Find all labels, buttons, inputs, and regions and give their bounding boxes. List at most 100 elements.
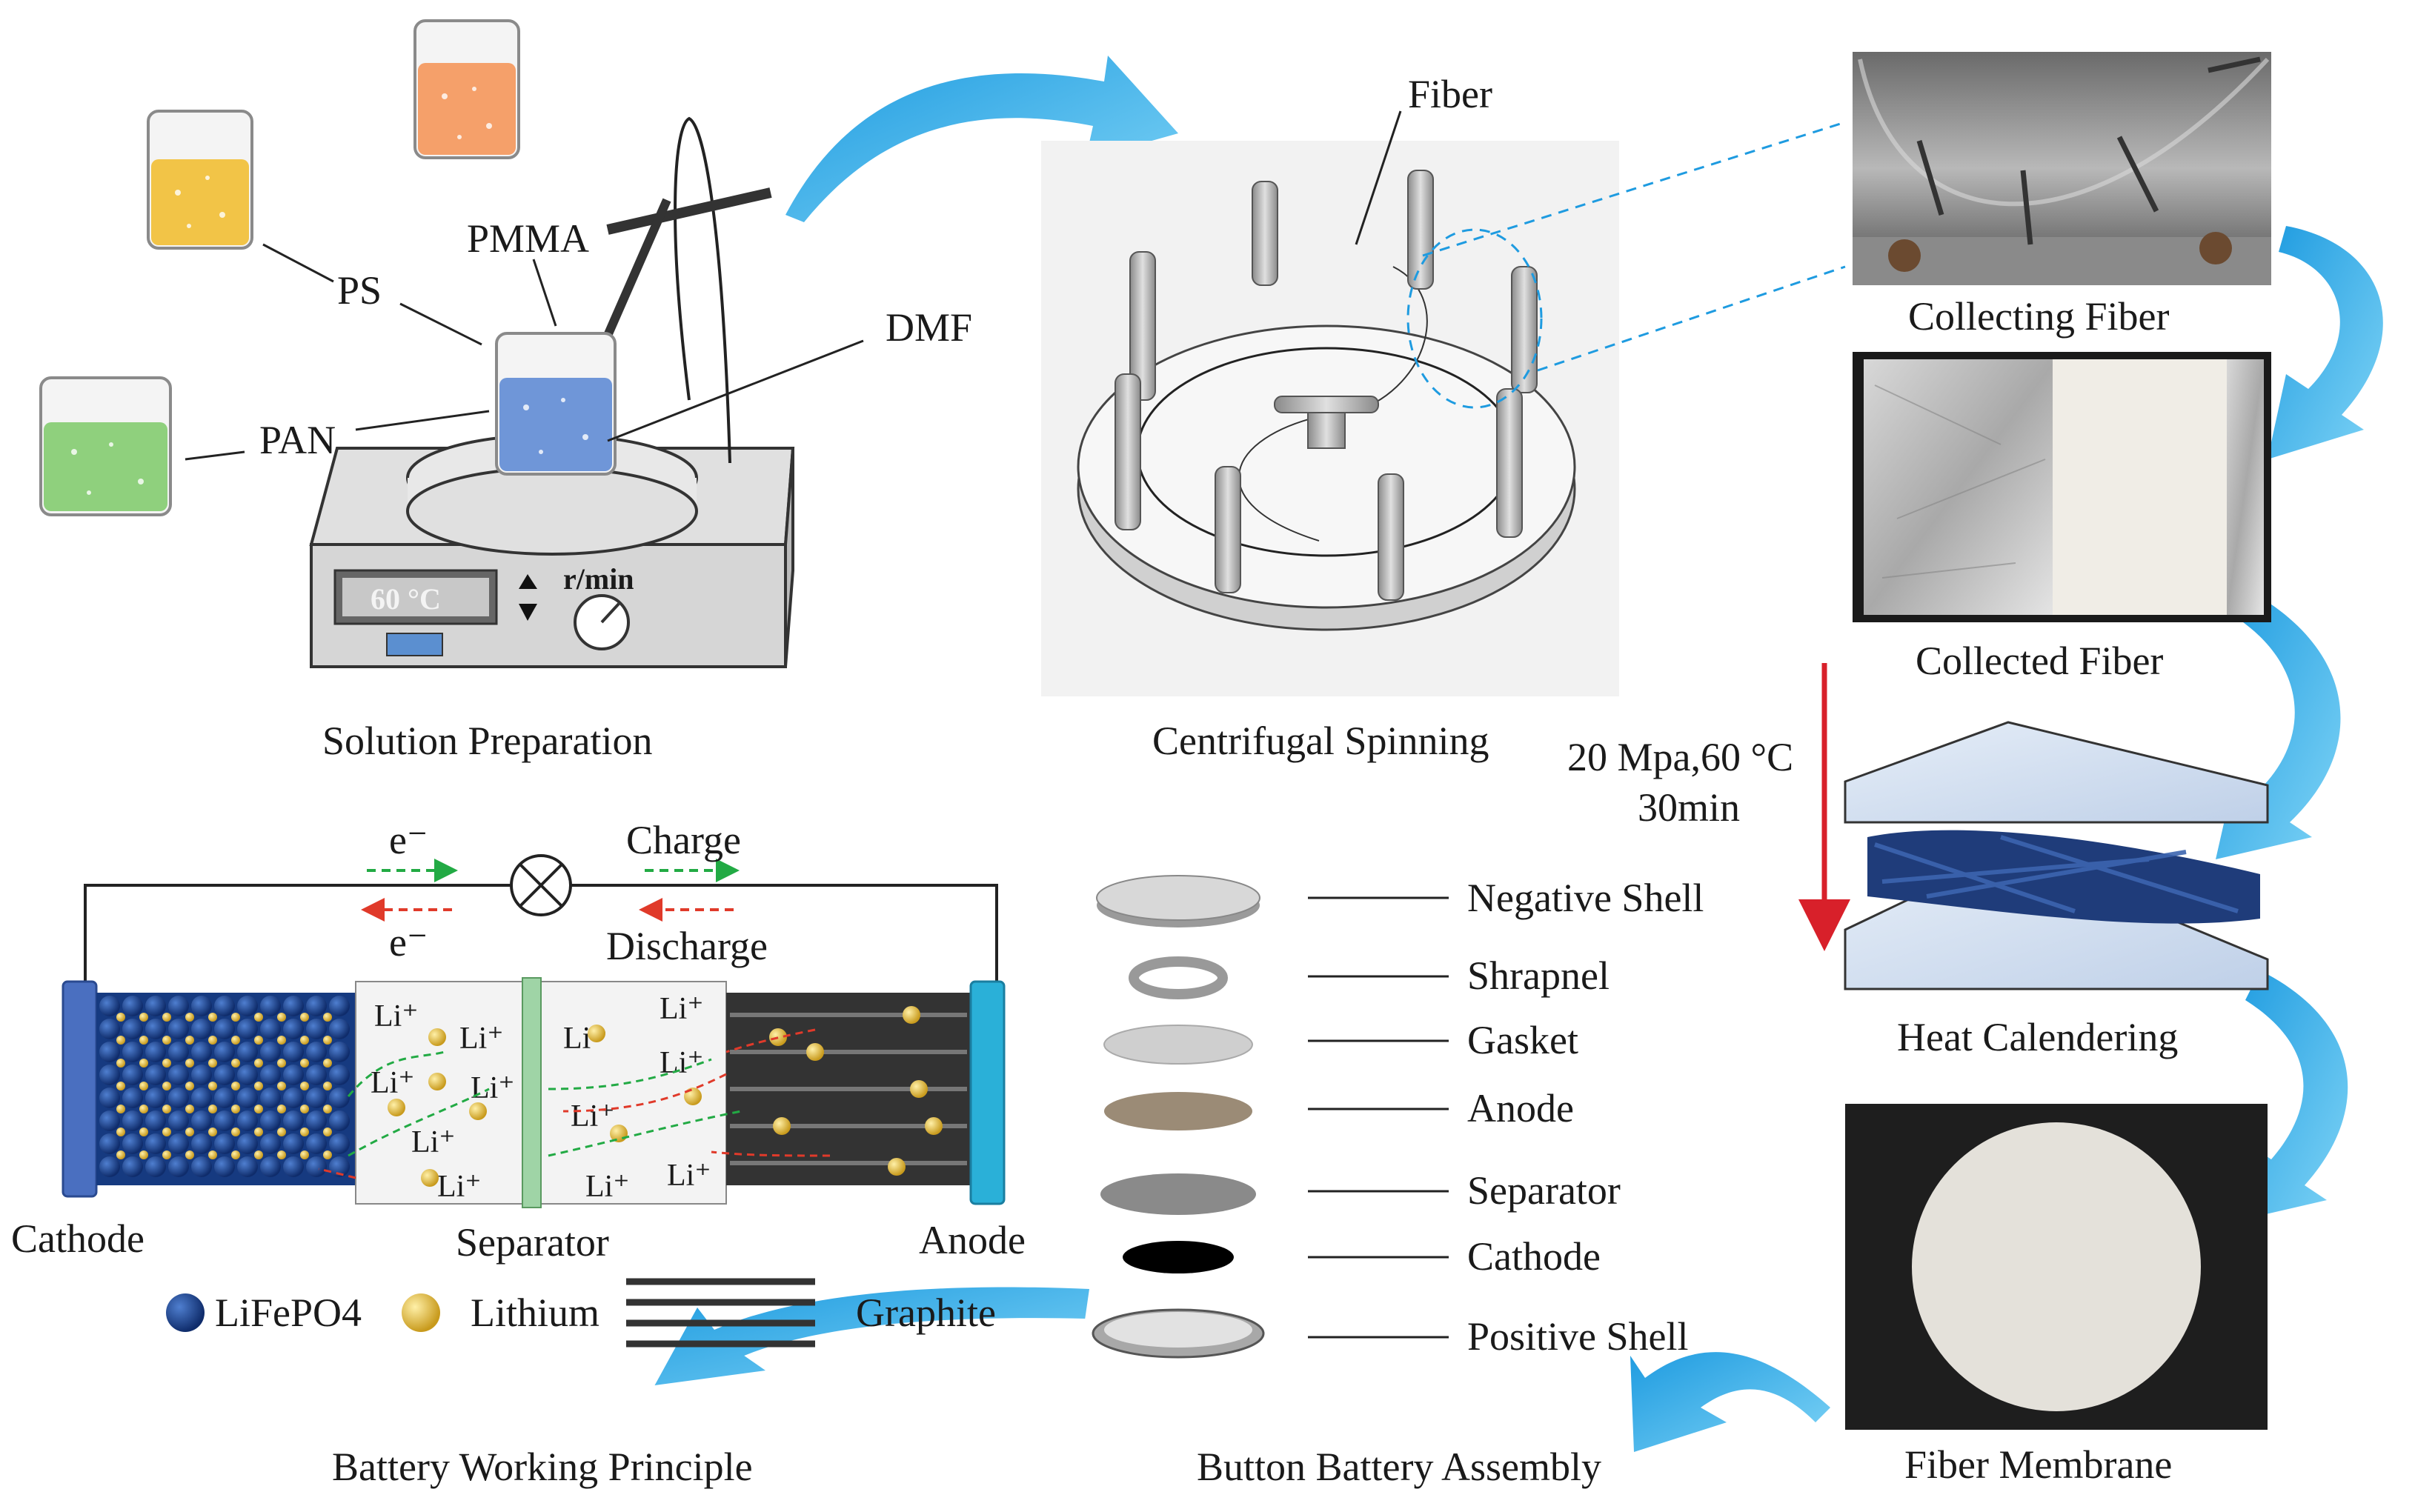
lithium-atom — [323, 1059, 332, 1068]
fiber-membrane-photo — [1845, 1104, 2268, 1430]
lithium-atom — [277, 1128, 286, 1136]
knob-icon — [574, 594, 630, 650]
label-separator: Separator — [456, 1220, 609, 1265]
lithium-atom — [116, 1036, 125, 1045]
lithium-atom — [139, 1059, 148, 1068]
lithium-atom — [277, 1059, 286, 1068]
spinner-icon — [1077, 170, 1576, 631]
hotplate-icon — [309, 433, 795, 668]
lifepo4-atom — [191, 1110, 212, 1131]
lithium-atom — [208, 1013, 217, 1022]
lithium-atom — [300, 1036, 309, 1045]
assembly-anode: Anode — [1467, 1086, 1574, 1130]
lithium-atom — [116, 1082, 125, 1090]
graphite-legend-icon — [626, 1278, 815, 1348]
caption-battery-working-principle: Battery Working Principle — [332, 1445, 753, 1489]
caption-solution-preparation: Solution Preparation — [322, 719, 652, 763]
lifepo4-atom — [191, 1042, 212, 1062]
li-ion: Li⁺ — [585, 1170, 630, 1204]
li-ion-labels: Li⁺ Li⁺ Li⁺ Li⁺ Li⁺ Li⁺ Li⁺ Li⁺ Li⁺ Li⁺ … — [371, 992, 711, 1204]
lifepo4-atom — [283, 1133, 304, 1154]
lifepo4-atom — [214, 1042, 235, 1062]
lifepo4-atom — [306, 1088, 327, 1108]
li-ion: Li⁺ — [459, 1022, 504, 1056]
lifepo4-atom — [168, 996, 189, 1016]
lithium-atom — [323, 1128, 332, 1136]
caption-centrifugal-spinning: Centrifugal Spinning — [1152, 719, 1489, 763]
lithium-atom — [116, 1128, 125, 1136]
label-pmma: PMMA — [467, 216, 589, 261]
lithium-atom — [208, 1128, 217, 1136]
li-ion: Li⁺ — [471, 1071, 515, 1105]
assembly-positive-shell: Positive Shell — [1467, 1314, 1689, 1359]
lithium-atom — [208, 1059, 217, 1068]
lifepo4-atom — [145, 1088, 166, 1108]
beaker-icon — [413, 19, 520, 159]
lithium-atom — [185, 1105, 194, 1113]
heat-calendering-panel: 20 Mpa,60 °C 30min Heat Calendering — [1567, 663, 2269, 1059]
lifepo4-atom — [145, 1042, 166, 1062]
li-ion: Li⁺ — [437, 1170, 482, 1204]
lifepo4-atom — [283, 996, 304, 1016]
lithium-atom — [254, 1036, 263, 1045]
lifepo4-atom — [99, 1042, 120, 1062]
caption-fiber-membrane: Fiber Membrane — [1904, 1442, 2172, 1487]
lithium-atom — [162, 1082, 171, 1090]
lithium-atom — [254, 1105, 263, 1113]
label-electron-bottom: e⁻ — [389, 920, 428, 965]
lithium-atom — [139, 1128, 148, 1136]
lithium-atom — [185, 1128, 194, 1136]
lifepo4-atom — [168, 1065, 189, 1085]
lithium-atom — [185, 1013, 194, 1022]
caption-collected-fiber: Collected Fiber — [1916, 639, 2163, 683]
lithium-atom — [116, 1105, 125, 1113]
beaker-icon — [147, 110, 253, 250]
legend-graphite: Graphite — [856, 1290, 996, 1335]
lithium-atom — [162, 1150, 171, 1159]
lithium-atom — [185, 1036, 194, 1045]
lithium-atom — [162, 1128, 171, 1136]
lifepo4-atom — [260, 1110, 281, 1131]
legend-lithium: Lithium — [471, 1290, 599, 1335]
lifepo4-atom — [99, 1133, 120, 1154]
lifepo4-atom — [260, 1019, 281, 1039]
pointer-lines — [185, 243, 864, 461]
lithium-atom — [162, 1036, 171, 1045]
lifepo4-atom — [237, 996, 258, 1016]
lithium-atom — [116, 1059, 125, 1068]
lithium-atom — [116, 1013, 125, 1022]
lifepo4-atom — [168, 1088, 189, 1108]
lifepo4-atom — [122, 1088, 143, 1108]
lithium-atom — [208, 1036, 217, 1045]
lithium-atom — [185, 1059, 194, 1068]
solution-preparation-panel: PMMA PS DMF PAN 60 °C r/min Solution Pre… — [39, 19, 972, 763]
lithium-atom — [277, 1150, 286, 1159]
lifepo4-atom — [191, 1156, 212, 1177]
lifepo4-atom — [306, 1065, 327, 1085]
lifepo4-atom — [237, 1019, 258, 1039]
lithium-atom — [208, 1082, 217, 1090]
lithium-atom — [323, 1150, 332, 1159]
lifepo4-atom — [214, 1133, 235, 1154]
coin-cell-icon — [1092, 875, 1265, 1359]
lithium-atom — [254, 1059, 263, 1068]
lifepo4-atom — [260, 1133, 281, 1154]
lifepo4-atom — [214, 1110, 235, 1131]
lithium-atom — [300, 1059, 309, 1068]
lithium-atom — [277, 1036, 286, 1045]
lifepo4-atom — [329, 1156, 350, 1177]
lifepo4-atom — [122, 1110, 143, 1131]
lifepo4-atom — [306, 1156, 327, 1177]
lithium-atom — [231, 1105, 240, 1113]
lifepo4-atom — [306, 1042, 327, 1062]
caption-button-battery-assembly: Button Battery Assembly — [1197, 1445, 1601, 1489]
lifepo4-atom — [122, 1019, 143, 1039]
lithium-atom — [231, 1036, 240, 1045]
lifepo4-atom — [237, 1156, 258, 1177]
li-ion: Li⁺ — [371, 1066, 415, 1100]
lifepo4-atom — [283, 1042, 304, 1062]
lithium-atom — [323, 1013, 332, 1022]
lithium-atom — [162, 1059, 171, 1068]
label-cathode: Cathode — [11, 1216, 144, 1261]
lifepo4-atom — [145, 1133, 166, 1154]
